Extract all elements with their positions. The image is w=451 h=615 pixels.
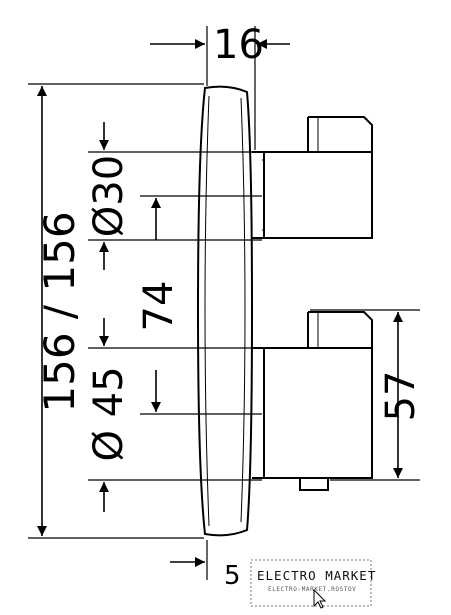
dim-bottom-fragment: 5	[224, 561, 241, 591]
dim-diameter-top: Ø30	[86, 155, 132, 237]
watermark-brand: ELECTRO MARKET	[257, 568, 376, 583]
watermark: ELECTRO MARKET ELECTRO-MARKET.ROSTOV	[250, 559, 376, 609]
watermark-frame	[250, 559, 372, 607]
lower-handle	[252, 311, 373, 491]
upper-handle	[252, 116, 373, 239]
watermark-tagline: ELECTRO-MARKET.ROSTOV	[268, 586, 356, 593]
extension-lines	[28, 26, 420, 580]
dimension-arrows	[37, 39, 403, 567]
dim-total-height: 156 / 156	[35, 211, 84, 412]
dim-right-height: 57	[378, 371, 424, 422]
dim-diameter-bottom: Ø 45	[86, 366, 132, 461]
pointer-cursor-icon	[313, 588, 327, 609]
dim-top-width: 16	[213, 22, 264, 68]
cover-plate	[196, 85, 254, 537]
dim-spacing: 74	[136, 281, 182, 332]
